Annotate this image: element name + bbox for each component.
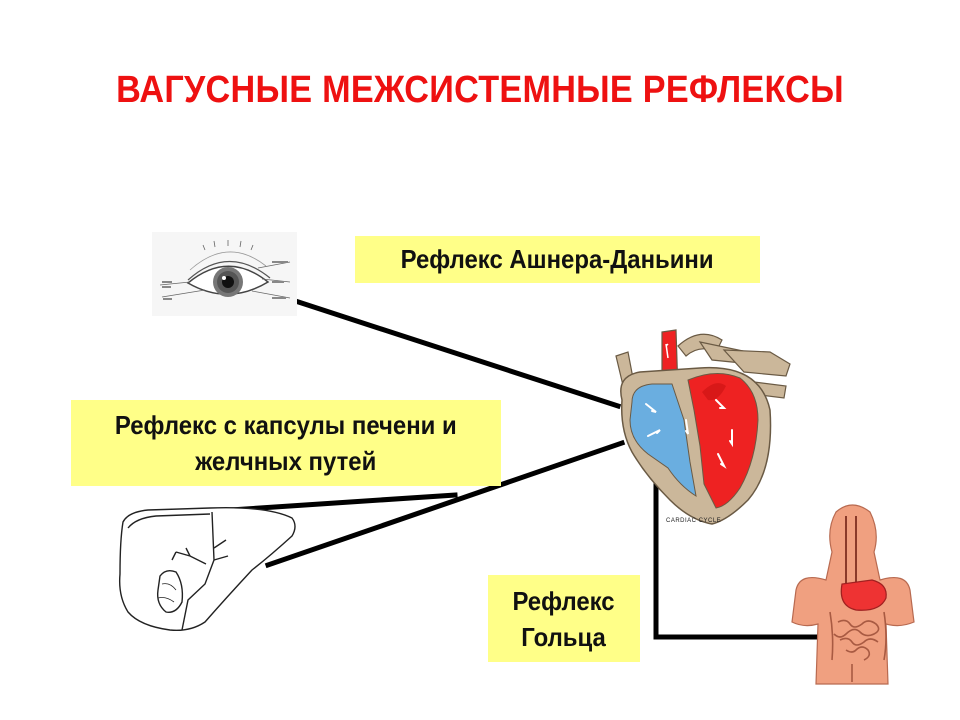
goltz-reflex-label: Рефлекс Гольца: [488, 575, 640, 662]
heart-illustration: [615, 329, 791, 525]
goltz-reflex-text: Рефлекс Гольца: [512, 585, 616, 652]
torso-illustration: [791, 504, 915, 685]
connector-heart-torso: [653, 475, 818, 640]
heart-caption: CARDIAC CYCLE: [666, 518, 722, 524]
ashner-reflex-label: Рефлекс Ашнера-Даньини: [355, 236, 760, 283]
connector-eye-heart: [236, 279, 622, 410]
connector-liver-heart: [264, 439, 626, 569]
slide-title: ВАГУСНЫЕ МЕЖСИСТЕМНЫЕ РЕФЛЕКСЫ: [116, 69, 844, 111]
liver-reflex-label: Рефлекс с капсулы печени и желчных путей: [71, 400, 501, 486]
ashner-reflex-text: Рефлекс Ашнера-Даньини: [400, 244, 714, 274]
eye-illustration: [152, 232, 297, 316]
liver-illustration: [118, 507, 296, 632]
liver-reflex-text: Рефлекс с капсулы печени и желчных путей: [115, 410, 457, 476]
